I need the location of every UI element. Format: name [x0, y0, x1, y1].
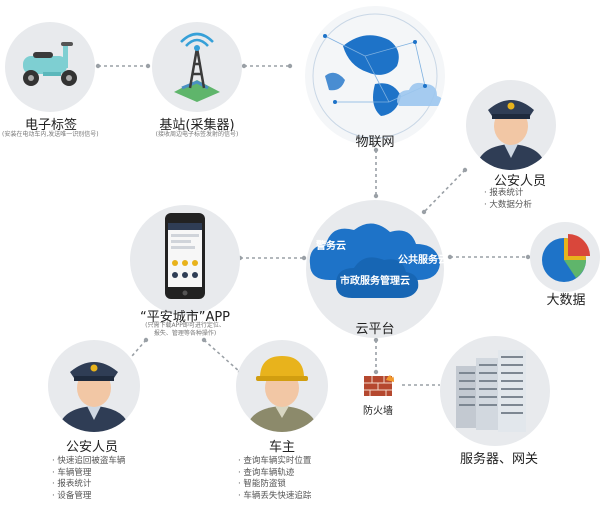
public-service-cloud-label: 公共服务云 — [398, 255, 448, 266]
pie-chart-icon — [542, 234, 590, 282]
police-top-circle — [466, 80, 556, 170]
servers-label: 服务器、网关 — [460, 452, 539, 467]
firewall-label: 防火墙 — [363, 406, 393, 417]
server-rack-icon — [456, 350, 526, 432]
iot-globe-circle — [305, 6, 445, 146]
cloud-icon — [309, 223, 440, 298]
police-top-duty: 大数据分析 — [484, 200, 532, 212]
link-app-owner — [203, 339, 241, 373]
base-station-label: 基站(采集器) — [159, 118, 235, 133]
base-station-circle — [152, 22, 242, 112]
police-top-duty: 报表统计 — [484, 188, 532, 200]
police-cloud-label: 警务云 — [316, 241, 346, 252]
ebike-tag-circle — [5, 22, 95, 112]
bigdata-circle — [530, 222, 600, 292]
ebike-tag-caption: (安装在电动车内,发送唯一识别信号) — [2, 131, 99, 138]
app-caption-line: 报失、管理等各种操作) — [153, 330, 217, 337]
firewall-icon — [364, 375, 394, 396]
ebike-tag-label: 电子标签 — [24, 118, 77, 133]
police-bottom-circle — [48, 340, 140, 432]
app-label: “平安城市”APP — [139, 310, 231, 325]
owner-feature: 车辆丢失快速追踪 — [238, 491, 311, 503]
antenna-tower-icon — [174, 32, 220, 102]
municipal-cloud-label: 市政服务管理云 — [340, 276, 410, 287]
bigdata-label: 大数据 — [546, 293, 586, 308]
owner-feature: 查询车辆轨迹 — [238, 468, 311, 480]
app-caption: (只需下载APP即可进行定位、 报失、管理等各种操作) — [130, 322, 240, 338]
link-app-police — [117, 339, 147, 373]
smartphone-icon — [165, 213, 205, 299]
police-top-label: 公安人员 — [493, 174, 546, 189]
iot-label: 物联网 — [355, 135, 395, 150]
base-station-caption: (接收周边电子标签发射的信号) — [155, 131, 239, 138]
police-bottom-label: 公安人员 — [65, 440, 118, 455]
worker-helmet-icon — [246, 356, 318, 432]
globe-network-icon — [312, 13, 444, 139]
owner-circle — [236, 340, 328, 432]
police-bottom-duty: 快速追回被盗车辆 — [52, 456, 125, 468]
app-caption-line: (只需下载APP即可进行定位、 — [145, 322, 225, 329]
owner-label: 车主 — [268, 440, 295, 455]
servers-circle — [440, 336, 550, 446]
owner-feature: 智能防盗锁 — [238, 479, 311, 491]
police-bottom-duty: 报表统计 — [52, 479, 125, 491]
owner-features: 查询车辆实时位置 查询车辆轨迹 智能防盗锁 车辆丢失快速追踪 — [238, 456, 311, 502]
cloud-platform-circle — [306, 200, 444, 338]
cloud-platform-label: 云平台 — [355, 322, 395, 337]
police-officer-icon — [58, 362, 130, 432]
app-circle — [130, 205, 240, 315]
owner-feature: 查询车辆实时位置 — [238, 456, 311, 468]
police-officer-icon — [476, 100, 546, 170]
scooter-icon — [23, 42, 77, 86]
police-bottom-duties: 快速追回被盗车辆 车辆管理 报表统计 设备管理 — [52, 456, 125, 502]
police-bottom-duty: 设备管理 — [52, 491, 125, 503]
link-police-cloud — [423, 169, 466, 213]
police-bottom-duty: 车辆管理 — [52, 468, 125, 480]
police-top-duties: 报表统计 大数据分析 — [484, 188, 532, 211]
